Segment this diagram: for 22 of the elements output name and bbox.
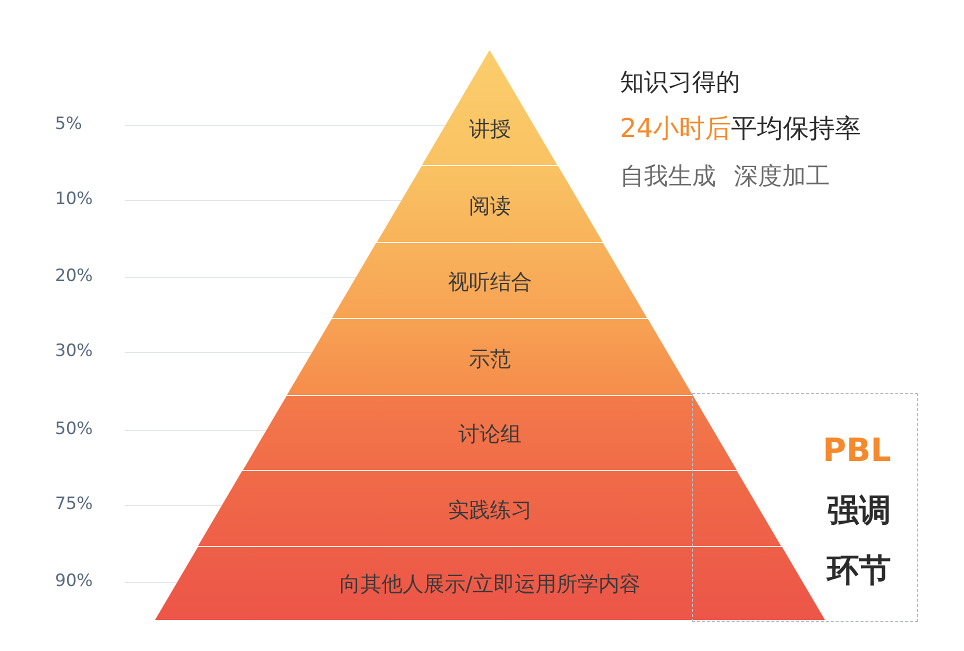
percent-label: 20%	[55, 268, 93, 285]
title-text: 平均保持率	[731, 113, 862, 146]
band-label: 向其他人展示/立即运用所学内容	[339, 571, 641, 598]
percent-label: 75%	[55, 496, 93, 513]
title-text: 知识习得的	[620, 67, 741, 98]
band-label: 讨论组	[458, 421, 522, 448]
percent-label: 5%	[55, 116, 82, 133]
band-label: 阅读	[468, 193, 511, 220]
percent-label: 50%	[55, 421, 93, 438]
callout-text: 强调环节	[827, 490, 891, 591]
percent-label: 10%	[55, 191, 93, 208]
percent-label: 30%	[55, 343, 93, 360]
subtitle-text: 深度加工	[734, 161, 830, 192]
dashed-callout-box	[692, 393, 918, 622]
band-label: 视听结合	[448, 269, 532, 296]
band-label: 实践练习	[448, 497, 532, 524]
callout-text: PBL	[822, 430, 891, 471]
subtitle-text: 自我生成	[620, 161, 716, 192]
band-label: 讲授	[468, 116, 511, 143]
percent-label: 90%	[55, 573, 93, 590]
title-highlight: 24小时后	[620, 113, 732, 146]
band-label: 示范	[468, 346, 511, 373]
